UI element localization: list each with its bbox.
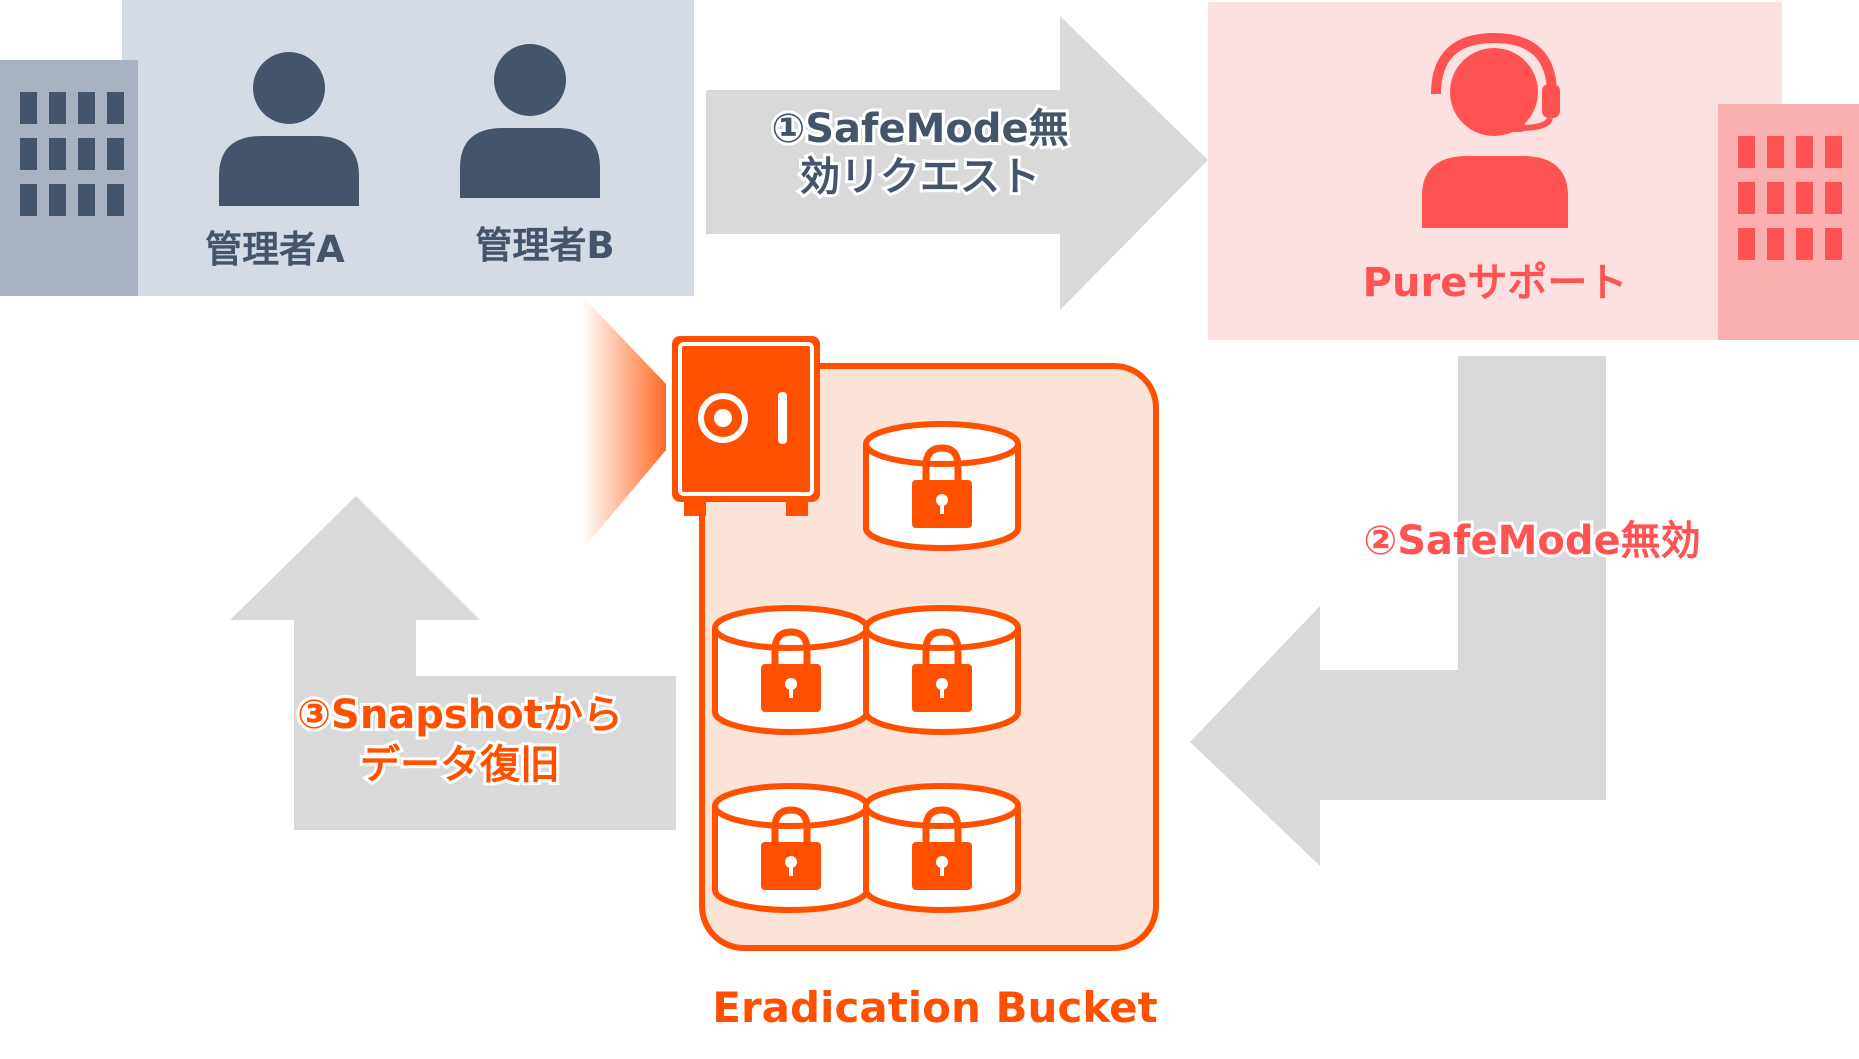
admin-b-person-icon — [460, 44, 600, 198]
admin-panel — [122, 0, 694, 296]
glow-beam — [582, 296, 666, 550]
locked-volume-icon — [863, 783, 1021, 913]
admin-group: 管理者A 管理者B — [0, 0, 694, 296]
step1-label-line2: 効リクエスト — [800, 154, 1040, 200]
support-label: Pureサポート — [1363, 260, 1628, 306]
locked-volume-icon — [712, 605, 870, 735]
arrow-down-left-icon — [1190, 356, 1606, 866]
step2-label: ②SafeMode無効 — [1363, 518, 1700, 564]
support-group: Pureサポート — [1208, 2, 1859, 340]
locked-volume-icon — [863, 421, 1021, 551]
arrow-right-icon — [706, 16, 1208, 310]
admin-b-label: 管理者B — [475, 224, 614, 267]
arrow-left-up-icon — [230, 496, 676, 830]
building-windows-icon — [20, 92, 124, 216]
admin-a-person-icon — [219, 52, 359, 206]
bucket-label: Eradication Bucket — [712, 983, 1157, 1032]
locked-volume-icon — [712, 783, 870, 913]
eradication-bucket: Eradication Bucket — [582, 296, 1159, 1032]
support-headset-person-icon — [1422, 32, 1568, 228]
step1-arrow: ①SafeMode無 効リクエスト — [706, 16, 1208, 310]
step3-arrow: ③Snapshotから データ復旧 — [230, 496, 676, 830]
admin-a-label: 管理者A — [205, 228, 345, 271]
locked-volume-icon — [863, 605, 1021, 735]
step3-label-line2: データ復旧 — [360, 742, 560, 788]
safe-icon — [672, 336, 820, 516]
step1-label-line1: ①SafeMode無 — [771, 106, 1068, 152]
step2-arrow: ②SafeMode無効 — [1190, 356, 1704, 866]
step3-label-line1: ③Snapshotから — [297, 692, 623, 738]
building-windows-icon — [1738, 136, 1842, 260]
